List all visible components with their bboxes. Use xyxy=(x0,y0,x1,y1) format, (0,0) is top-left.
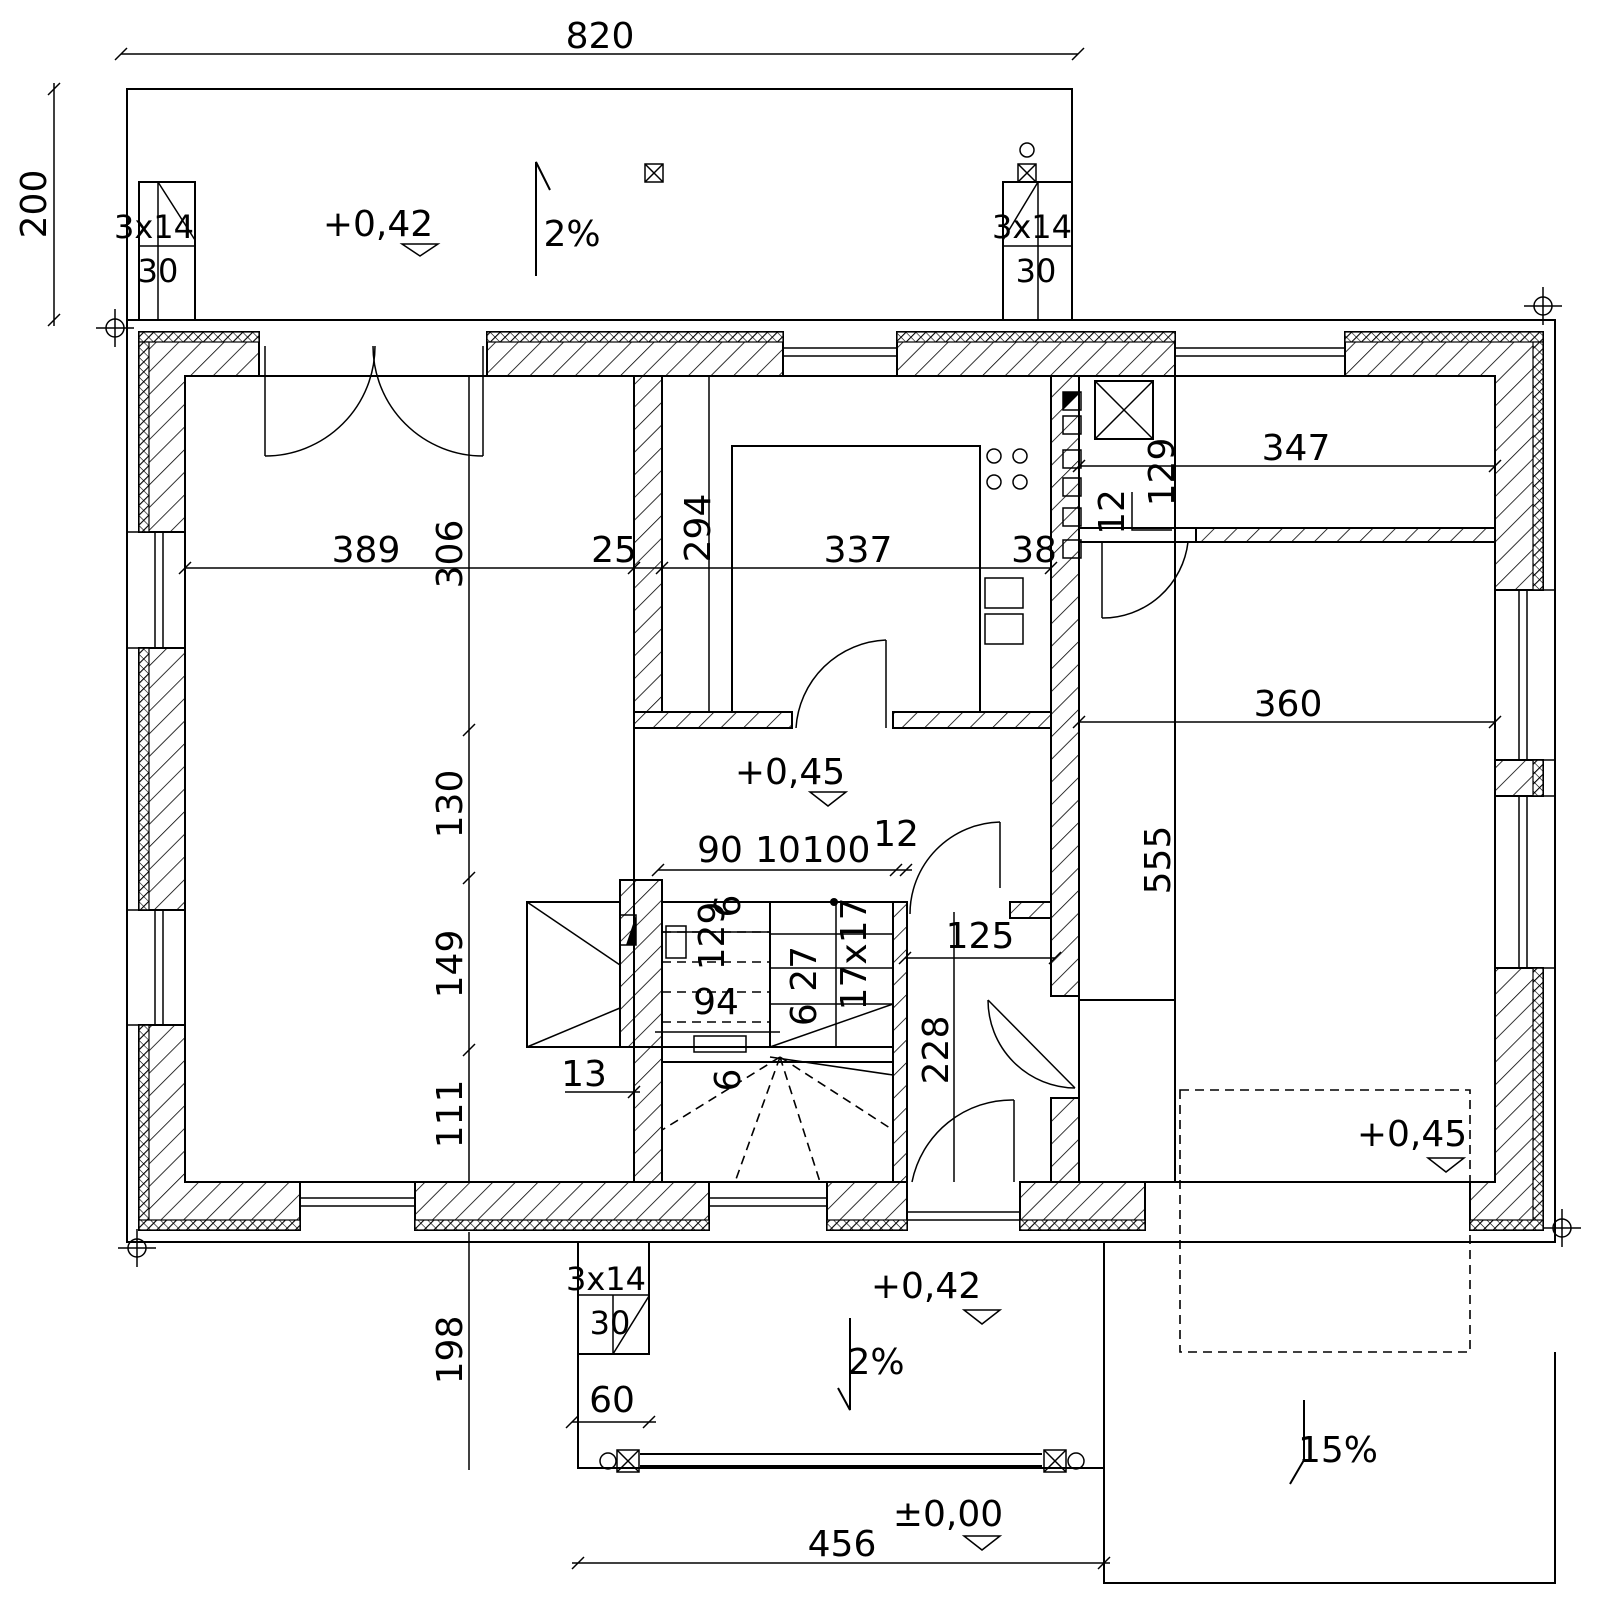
light-icon xyxy=(599,1452,617,1470)
dim-hall-depth: 228 xyxy=(916,1016,957,1085)
window xyxy=(300,1197,415,1207)
door-swing xyxy=(795,639,887,729)
stair-steps-label: 17x17 xyxy=(834,898,875,1011)
slope-entrance: 2% xyxy=(847,1342,904,1383)
post-icon xyxy=(616,1449,640,1473)
dim-living-depth-b: 130 xyxy=(430,770,471,839)
dim-chimney-13: 13 xyxy=(561,1054,607,1095)
column-height-label: 30 xyxy=(1016,252,1057,290)
dim-stair-90: 90 xyxy=(697,830,743,871)
dim-garage-depth: 555 xyxy=(1138,826,1179,895)
dim-stair-129: 129 xyxy=(692,902,733,971)
column-size-label: 3x14 xyxy=(992,208,1072,246)
door-swing xyxy=(909,821,1001,915)
hob-icon xyxy=(1012,474,1028,490)
slope-arrow-icon xyxy=(837,1318,851,1411)
slope-terrace: 2% xyxy=(543,214,600,255)
dim-entrance-width: 456 xyxy=(808,1524,877,1565)
level-garage: +0,45 xyxy=(1357,1114,1467,1155)
room-outlines xyxy=(184,345,1496,1183)
inner-walls xyxy=(619,375,1496,1183)
drain-icon xyxy=(644,163,664,183)
dim-living-depth-d: 111 xyxy=(430,1080,471,1149)
dim-terrace-width: 820 xyxy=(566,16,635,57)
dim-stair-10: 10 xyxy=(755,830,801,871)
boiler-icon xyxy=(1094,380,1154,440)
light-icon xyxy=(1067,1452,1085,1470)
fireplace xyxy=(526,901,621,1048)
window xyxy=(783,347,897,357)
dim-living-depth-c: 149 xyxy=(430,930,471,999)
door-swing xyxy=(987,999,1076,1089)
level-interior: +0,45 xyxy=(735,752,845,793)
dim-room-top-right-width: 347 xyxy=(1262,428,1331,469)
column-top-left xyxy=(138,181,196,321)
slope-driveway: 15% xyxy=(1298,1430,1378,1471)
dim-kitchen-width: 337 xyxy=(824,530,893,571)
window xyxy=(1175,347,1345,357)
dim-stair-94: 94 xyxy=(693,982,739,1023)
dim-kitchen-depth: 294 xyxy=(678,494,719,563)
entrance-area xyxy=(577,1241,1105,1473)
dim-small-12: 12 xyxy=(1092,489,1133,535)
drain-icon xyxy=(1017,163,1037,183)
dimension-lines xyxy=(47,47,1502,1570)
window xyxy=(1495,589,1555,761)
dim-living-depth-a: 306 xyxy=(430,520,471,589)
outer-walls xyxy=(126,319,1556,1243)
door-swing xyxy=(911,1099,1015,1183)
level-terrace: +0,42 xyxy=(323,204,433,245)
dim-terrace-depth: 200 xyxy=(14,170,55,239)
level-entrance: +0,42 xyxy=(871,1266,981,1307)
dim-stair-12: 12 xyxy=(873,814,919,855)
column-size-label: 3x14 xyxy=(566,1260,646,1298)
dim-stair-6b: 6 xyxy=(708,1069,749,1092)
dim-room-top-right-depth: 129 xyxy=(1142,438,1183,507)
door-swing xyxy=(264,345,484,457)
sink-icon xyxy=(984,613,1024,645)
dim-garage-width: 360 xyxy=(1254,684,1323,725)
window xyxy=(127,531,185,649)
column-height-label: 30 xyxy=(138,252,179,290)
window xyxy=(1495,795,1555,969)
sink-icon xyxy=(984,577,1024,609)
hob-icon xyxy=(1012,448,1028,464)
dim-stair-6a: 6 xyxy=(708,895,749,918)
slope-arrow-icon xyxy=(535,161,551,276)
staircase xyxy=(526,898,894,1183)
level-markers xyxy=(399,243,1467,1551)
slope-arrow-icon xyxy=(1289,1400,1305,1485)
ventilation-ducts xyxy=(1062,391,1082,559)
window xyxy=(127,909,185,1026)
window xyxy=(709,1197,827,1207)
dim-stair-100: 100 xyxy=(802,830,871,871)
dim-entrance-depth: 198 xyxy=(430,1316,471,1385)
downpipe-icon xyxy=(1019,142,1035,158)
post-icon xyxy=(1043,1449,1067,1473)
dim-entrance-60: 60 xyxy=(589,1380,635,1421)
labels: 820 200 3x14 30 3x14 30 3x14 30 +0,42 2%… xyxy=(14,16,1467,1565)
dim-living-width: 389 xyxy=(332,530,401,571)
dim-wall-1: 25 xyxy=(591,530,637,571)
dim-hall-width: 125 xyxy=(946,916,1015,957)
hob-icon xyxy=(986,448,1002,464)
hob-icon xyxy=(986,474,1002,490)
column-height-label: 30 xyxy=(590,1304,631,1342)
dim-wall-2: 38 xyxy=(1011,530,1057,571)
terrace-top xyxy=(126,88,1073,321)
entrance-door xyxy=(907,1211,1020,1221)
column-size-label: 3x14 xyxy=(114,208,194,246)
door-swing xyxy=(1101,541,1189,619)
grid-markers xyxy=(96,287,1581,1267)
dim-stair-627: 6 27 xyxy=(784,946,825,1026)
level-ground: ±0,00 xyxy=(893,1494,1003,1535)
kitchen-counter xyxy=(731,445,981,712)
